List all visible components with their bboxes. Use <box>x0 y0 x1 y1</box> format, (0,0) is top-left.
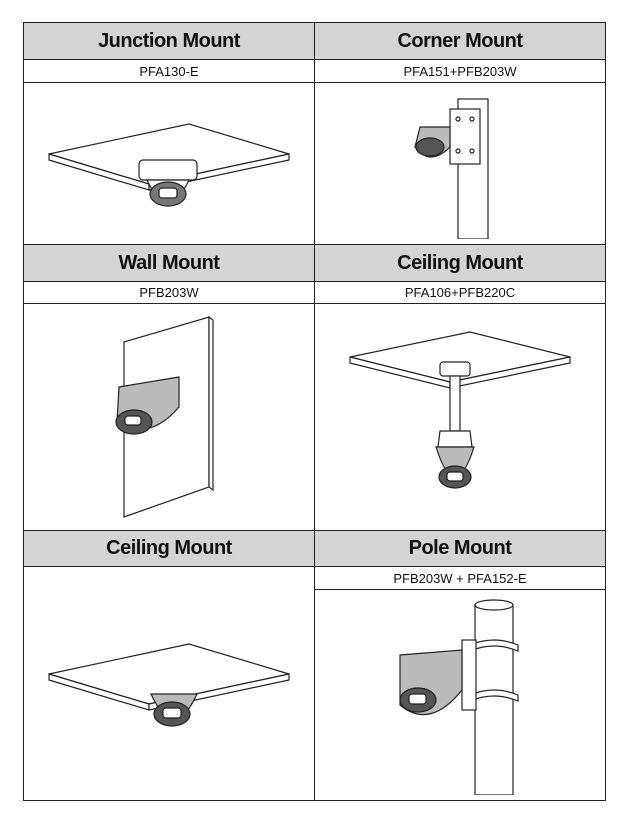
image-pole-mount <box>314 589 606 801</box>
model-junction-mount: PFA130-E <box>23 59 315 83</box>
model-wall-mount: PFB203W <box>23 281 315 304</box>
model-pole-mount: PFB203W + PFA152-E <box>314 566 606 590</box>
model-ceiling-mount-pendant: PFA106+PFB220C <box>314 281 606 304</box>
model-corner-mount: PFA151+PFB203W <box>314 59 606 83</box>
header-corner-mount: Corner Mount <box>314 22 606 60</box>
junction-mount-illustration <box>48 122 290 207</box>
header-pole-mount: Pole Mount <box>314 530 606 567</box>
image-corner-mount <box>314 82 606 245</box>
corner-mount-illustration <box>414 97 489 239</box>
header-wall-mount: Wall Mount <box>23 244 315 282</box>
image-ceiling-mount <box>23 566 315 801</box>
ceiling-pendant-mount-illustration <box>349 331 571 489</box>
image-junction-mount <box>23 82 315 245</box>
image-wall-mount <box>23 303 315 531</box>
image-ceiling-mount-pendant <box>314 303 606 531</box>
header-ceiling-mount: Ceiling Mount <box>23 530 315 567</box>
wall-mount-illustration <box>115 315 214 518</box>
header-ceiling-mount-pendant: Ceiling Mount <box>314 244 606 282</box>
pole-mount-illustration <box>399 599 519 795</box>
ceiling-mount-illustration <box>48 642 290 727</box>
header-junction-mount: Junction Mount <box>23 22 315 60</box>
